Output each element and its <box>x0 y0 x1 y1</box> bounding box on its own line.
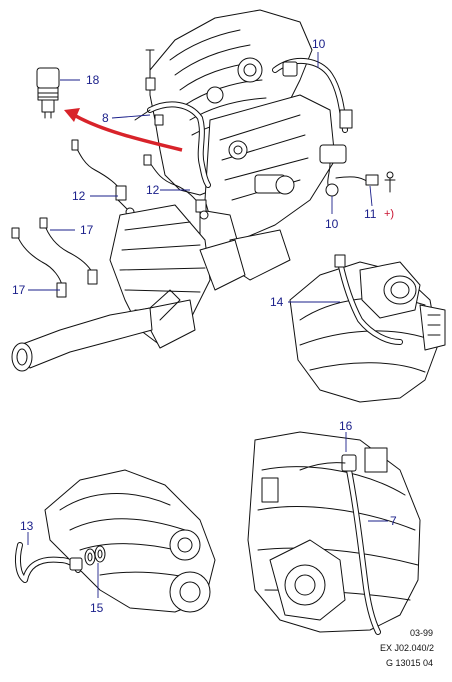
callout-15: 15 <box>90 601 104 615</box>
callout-labels: 18 10 8 12 12 17 17 10 11 +) 14 16 7 13 … <box>12 37 397 615</box>
sensor-18 <box>36 67 60 119</box>
leader-lines <box>27 52 388 598</box>
detail-engine-harness-13-15 <box>14 469 216 613</box>
harness-10-top <box>272 57 353 133</box>
drawing-reference-stamp: 03-99 EX J02.040/2 G 13015 04 <box>380 628 434 668</box>
harness-8 <box>134 101 211 188</box>
callout-8: 8 <box>102 111 109 125</box>
callout-12-right: 12 <box>146 183 160 197</box>
callout-17-bottom: 17 <box>12 283 26 297</box>
transmission-and-exhaust <box>11 204 246 372</box>
engine-assembly <box>145 9 336 281</box>
callout-10-top: 10 <box>312 37 326 51</box>
location-arrow <box>64 108 183 152</box>
lambda-sensor-12-left <box>71 139 135 217</box>
callout-16: 16 <box>339 419 353 433</box>
detail-gearbox-harness-14 <box>289 254 446 403</box>
detail-transmission-harness-7-16 <box>247 431 421 635</box>
lambda-sensor-12-right <box>143 154 209 220</box>
lambda-sensor-17-top <box>39 217 98 285</box>
callout-17-top: 17 <box>80 223 94 237</box>
callout-13: 13 <box>20 519 34 533</box>
stamp-ref: EX J02.040/2 <box>380 643 434 653</box>
callout-plus-note: +) <box>384 208 394 220</box>
callout-12-left: 12 <box>72 189 86 203</box>
callout-7: 7 <box>390 514 397 528</box>
stamp-code: G 13015 04 <box>386 658 433 668</box>
callout-14: 14 <box>270 295 284 309</box>
callout-10-bottom: 10 <box>325 217 339 231</box>
stamp-date: 03-99 <box>410 628 433 638</box>
callout-18: 18 <box>86 73 100 87</box>
sensor-group-10-11 <box>319 144 396 197</box>
callout-11: 11 <box>364 207 377 221</box>
